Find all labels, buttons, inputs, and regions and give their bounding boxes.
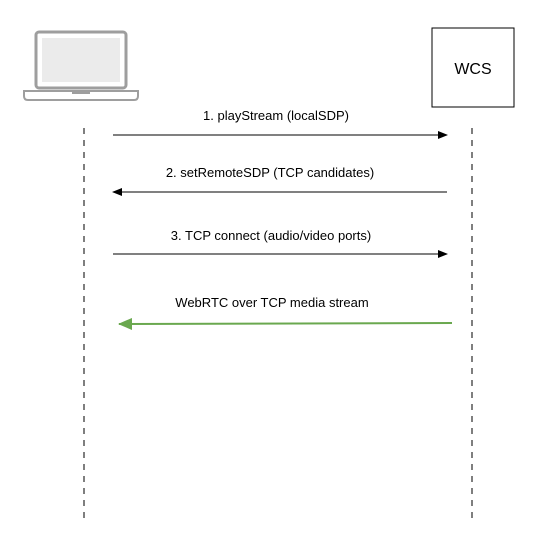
laptop-icon bbox=[23, 30, 139, 101]
message-2-label: 2. setRemoteSDP (TCP candidates) bbox=[166, 165, 374, 180]
server-box bbox=[431, 27, 515, 108]
media-stream-label: WebRTC over TCP media stream bbox=[175, 295, 368, 310]
message-3-label: 3. TCP connect (audio/video ports) bbox=[171, 228, 371, 243]
server-node: WCS bbox=[431, 27, 515, 108]
media-stream-arrow bbox=[118, 317, 453, 330]
message-1-label: 1. playStream (localSDP) bbox=[203, 108, 349, 123]
server-label: WCS bbox=[454, 61, 491, 78]
